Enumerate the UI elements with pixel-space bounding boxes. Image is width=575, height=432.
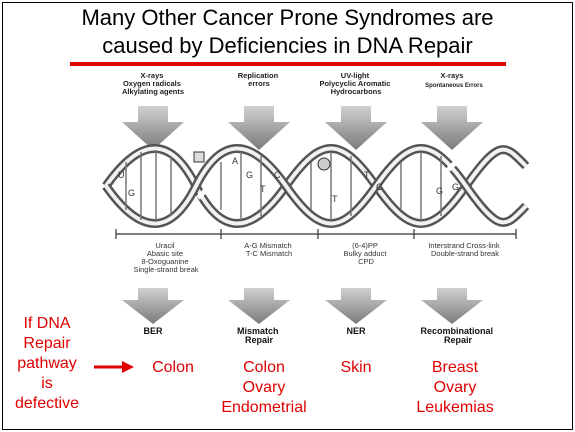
- source-label-4-extra: Spontaneous Errors: [425, 83, 483, 89]
- damage-label-2: A-G Mismatch T-C Mismatch: [244, 241, 294, 258]
- defect-label-line: Repair: [10, 334, 84, 354]
- repair-arrow-1: [122, 288, 184, 324]
- base-letter: G: [128, 188, 135, 198]
- damage-arrow-2: [228, 106, 290, 150]
- damage-label-1: Uracil Abasic site 8-Oxoguanine Single-s…: [133, 241, 198, 274]
- cancer-list-3: Skin: [316, 358, 396, 378]
- damage-arrow-3: [325, 106, 387, 150]
- source-label-3: UV-light Polycyclic Aromatic Hydrocarbon…: [319, 71, 392, 96]
- cancer-list-2: Colon Ovary Endometrial: [214, 358, 314, 418]
- defect-label-line: pathway: [10, 354, 84, 374]
- pathway-label-3: NER: [346, 326, 366, 336]
- base-letter: C: [376, 182, 383, 192]
- defect-label-line: If DNA: [10, 314, 84, 334]
- cancer-item: Endometrial: [214, 398, 314, 418]
- damage-bracket: [116, 229, 516, 239]
- cancer-item: Breast: [400, 358, 510, 378]
- source-label-2: Replication errors: [238, 71, 281, 88]
- cancer-list-1: Colon: [128, 358, 218, 378]
- dna-repair-diagram: X-rays Oxygen radicals Alkylating agents…: [96, 66, 546, 376]
- cancer-item: Colon: [214, 358, 314, 378]
- title-line-2: caused by Deficiencies in DNA Repair: [0, 32, 575, 60]
- cancer-list-4: Breast Ovary Leukemias: [400, 358, 510, 418]
- repair-arrow-3: [325, 288, 387, 324]
- base-letter: T: [332, 194, 338, 204]
- repair-arrow-2: [228, 288, 290, 324]
- base-letter: G: [452, 182, 459, 192]
- pathway-label-4: Recombinational Repair: [420, 326, 495, 345]
- cancer-item: Ovary: [214, 378, 314, 398]
- base-letter: U: [118, 170, 125, 180]
- cancer-item: Colon: [128, 358, 218, 378]
- defect-label-line: defective: [10, 394, 84, 414]
- pathway-label-2: Mismatch Repair: [237, 326, 281, 345]
- damage-arrow-1: [122, 106, 184, 150]
- source-label-4: X-rays: [441, 71, 464, 80]
- damage-arrow-4: [421, 106, 483, 150]
- base-letter: C: [274, 170, 281, 180]
- cancer-item: Ovary: [400, 378, 510, 398]
- damage-label-3: (6-4)PP Bulky adduct CPD: [343, 241, 388, 266]
- defect-label-line: is: [10, 374, 84, 394]
- base-letter: G: [246, 170, 253, 180]
- cancer-item: Skin: [316, 358, 396, 378]
- pathway-label-1: BER: [143, 326, 163, 336]
- defective-pathway-label: If DNA Repair pathway is defective: [10, 314, 84, 414]
- title-line-1: Many Other Cancer Prone Syndromes are: [0, 4, 575, 32]
- base-letter: A: [232, 156, 238, 166]
- base-letter: T: [364, 170, 370, 180]
- base-letter: T: [260, 184, 266, 194]
- cancer-item: Leukemias: [400, 398, 510, 418]
- source-label-1: X-rays Oxygen radicals Alkylating agents: [122, 71, 184, 96]
- damage-label-4: Interstrand Cross-link Double-strand bre…: [428, 241, 501, 258]
- base-letter: G: [436, 186, 443, 196]
- slide-title: Many Other Cancer Prone Syndromes are ca…: [0, 4, 575, 60]
- repair-arrow-4: [421, 288, 483, 324]
- dna-double-helix: [106, 149, 526, 224]
